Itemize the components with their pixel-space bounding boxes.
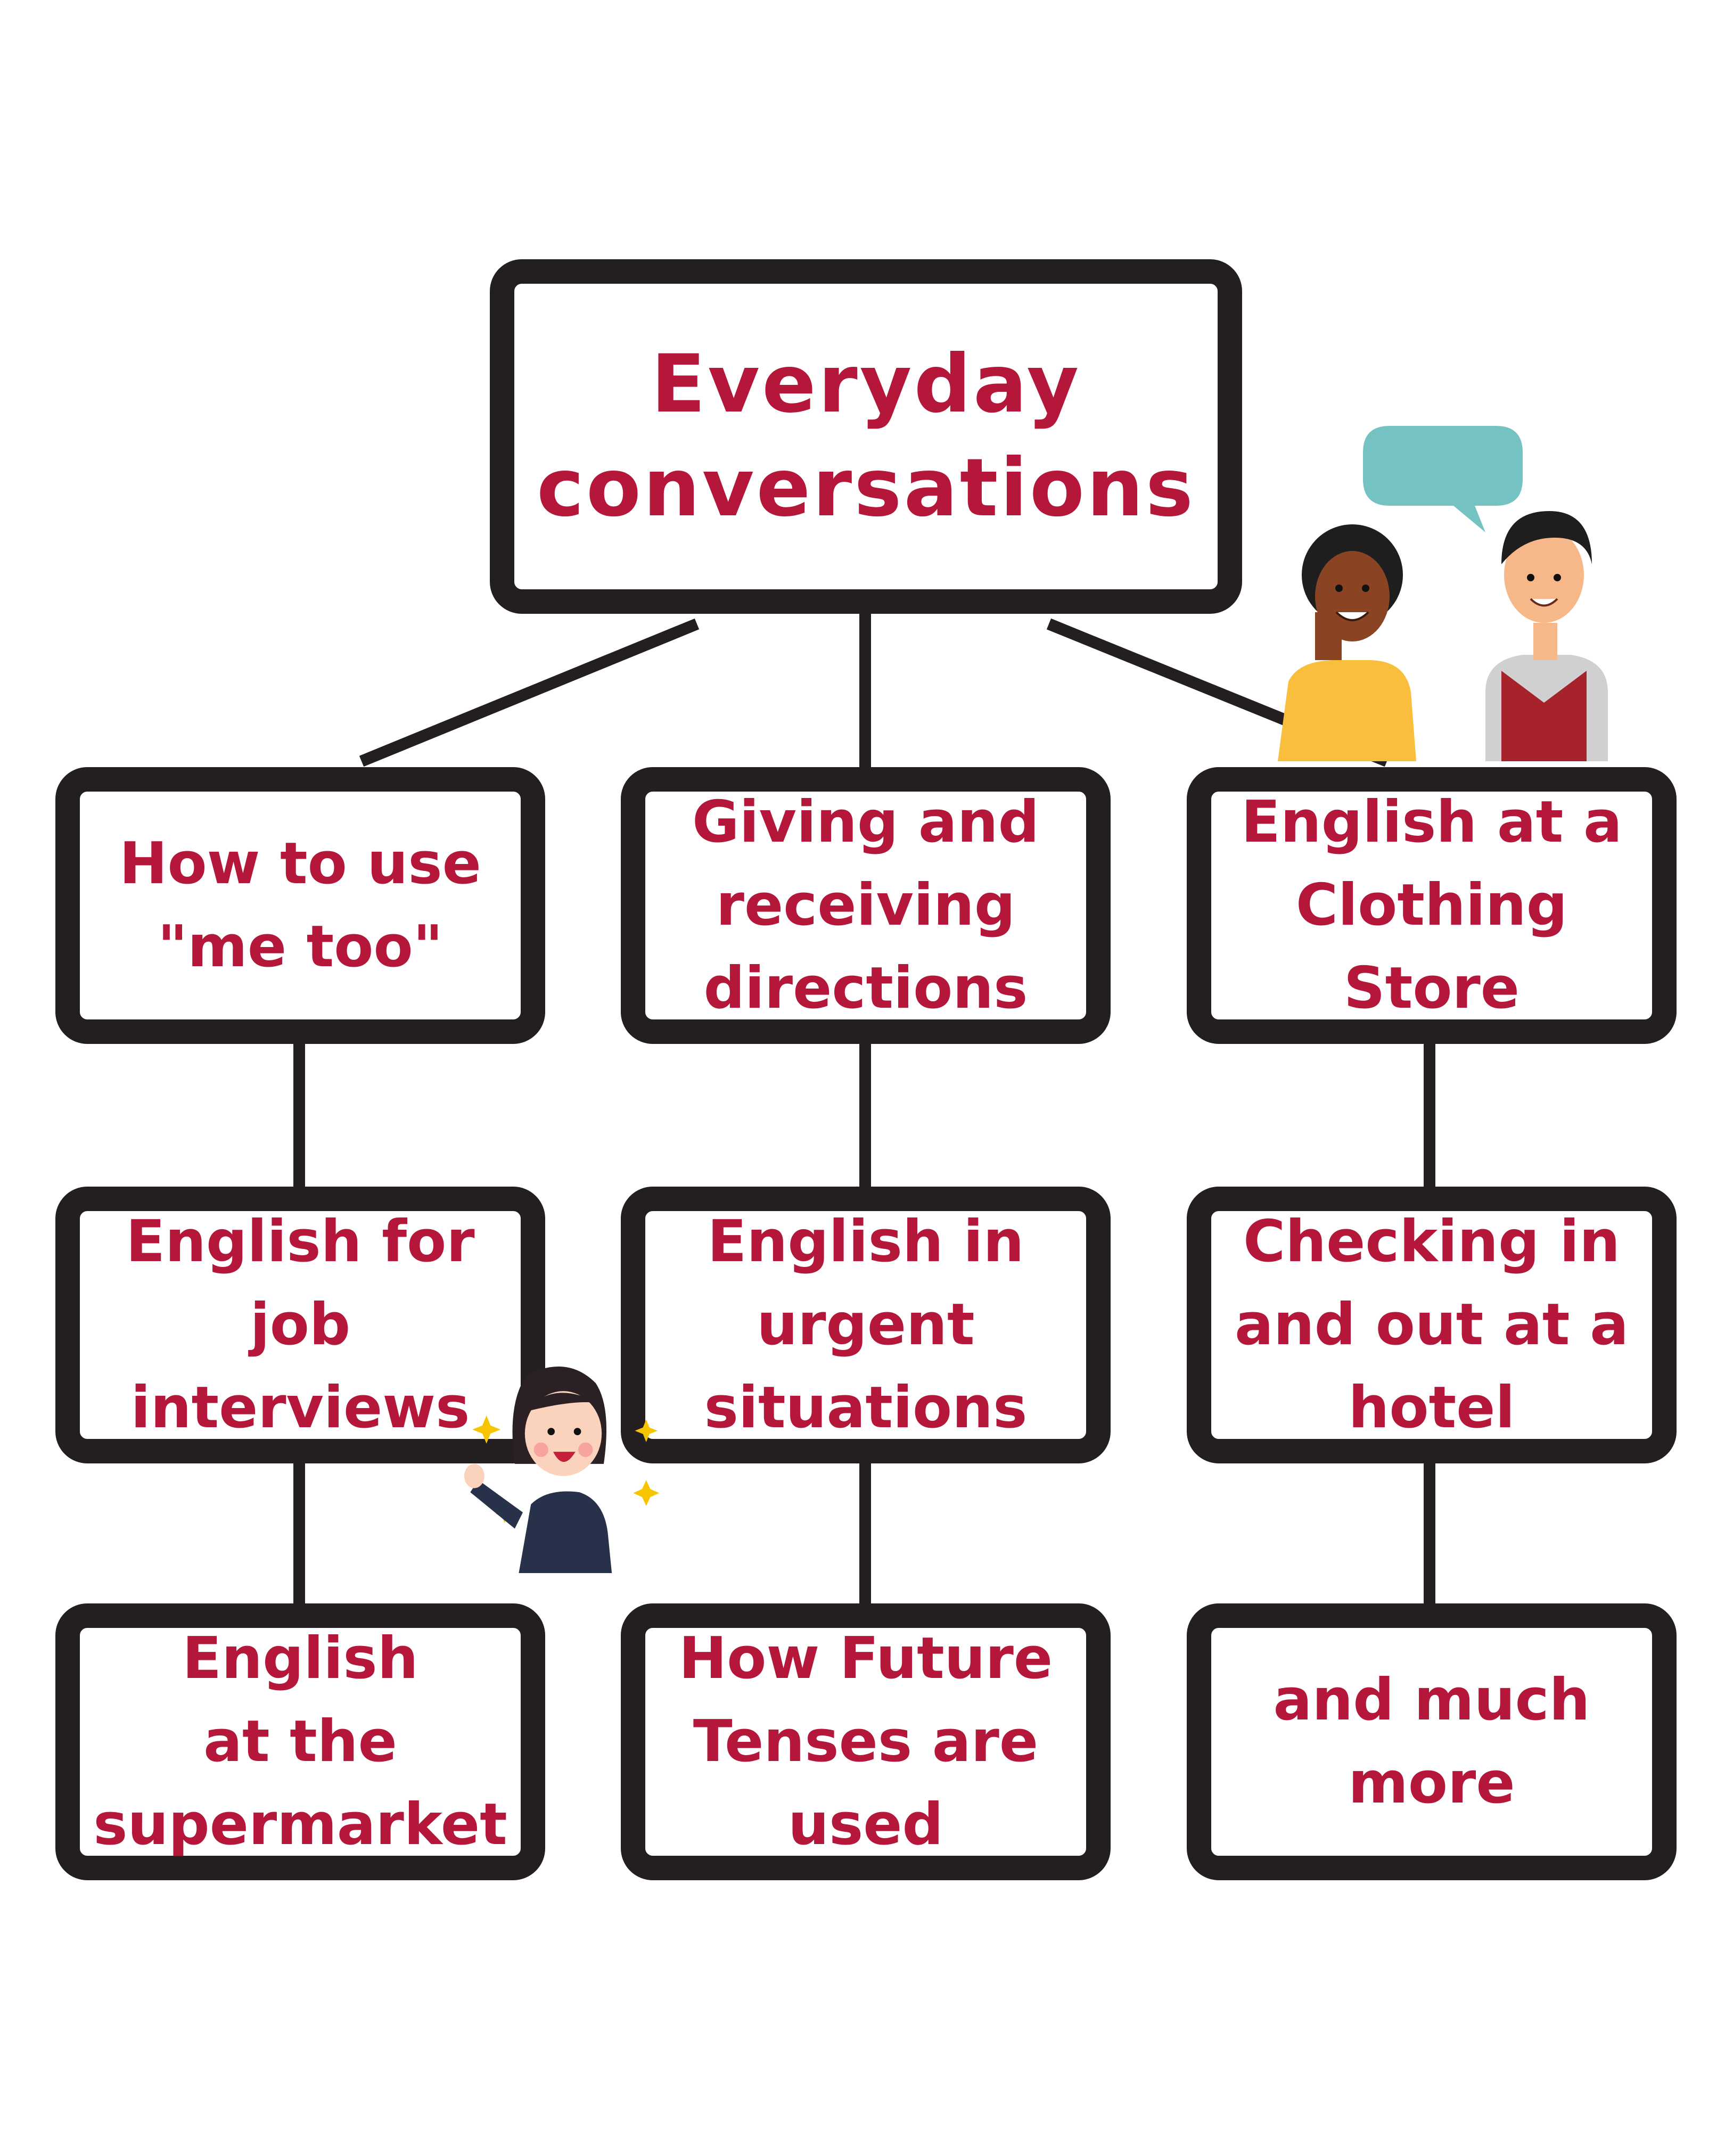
node-label: English at a Clothing Store [1241, 789, 1622, 1022]
node-job-interviews: English for job interviews [55, 1187, 545, 1463]
node-future-tenses: How Future Tenses are used [621, 1603, 1111, 1880]
node-label: Giving and receiving directions [692, 789, 1039, 1022]
node-much-more: and much more [1187, 1603, 1677, 1880]
node-urgent-situations: English in urgent situations [621, 1187, 1111, 1463]
connector-title-left [359, 618, 700, 767]
node-me-too: How to use "me too" [55, 767, 545, 1044]
node-label: English for job interviews [126, 1208, 475, 1441]
speech-bubble-icon [1363, 426, 1523, 532]
node-directions: Giving and receiving directions [621, 767, 1111, 1044]
node-label: and much more [1273, 1667, 1590, 1816]
businesswoman-illustration [464, 1366, 660, 1573]
person-right [1485, 511, 1608, 761]
title-box: Everyday conversations [490, 259, 1242, 614]
node-label: Checking in and out at a hotel [1235, 1208, 1629, 1441]
node-hotel: Checking in and out at a hotel [1187, 1187, 1677, 1463]
node-label: English in urgent situations [704, 1208, 1028, 1441]
person-left [1278, 524, 1416, 761]
people-talking-illustration [1278, 426, 1608, 761]
title-text: Everyday conversations [537, 338, 1195, 534]
node-label: How Future Tenses are used [678, 1625, 1053, 1858]
node-supermarket: English at the supermarket [55, 1603, 545, 1880]
node-clothing-store: English at a Clothing Store [1187, 767, 1677, 1044]
node-label: English at the supermarket [93, 1625, 507, 1858]
node-label: How to use "me too" [119, 830, 481, 980]
